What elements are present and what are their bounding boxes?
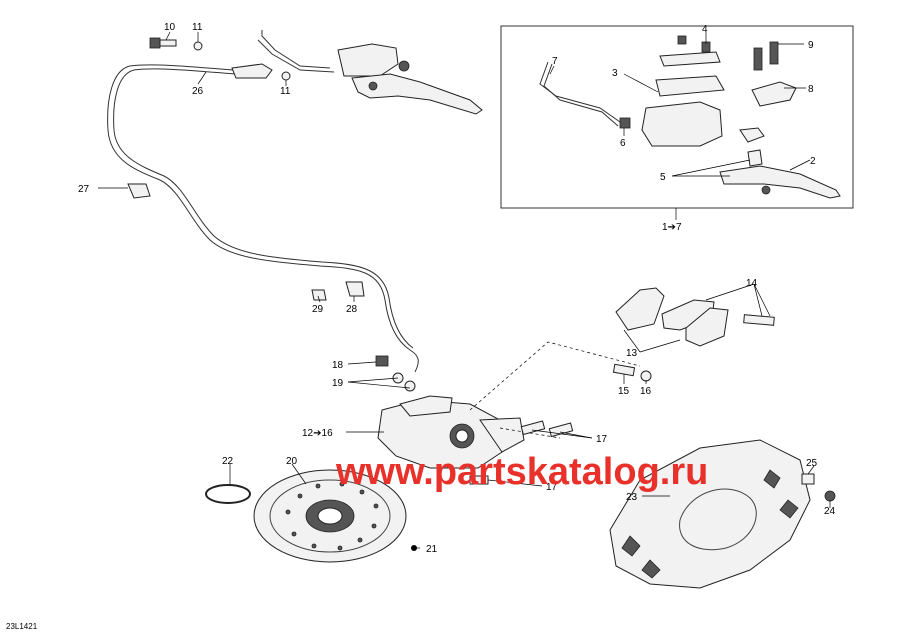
- brake-caliper: [377, 395, 525, 469]
- inset-lever: [719, 149, 841, 199]
- label-3: 3: [612, 68, 618, 79]
- bolt-15: [612, 363, 636, 377]
- label-18: 18: [332, 360, 344, 371]
- inset-master-cylinder: [539, 35, 765, 147]
- pin-14: [743, 314, 775, 326]
- clamp-28: [345, 281, 365, 297]
- label-9: 9: [808, 40, 814, 51]
- label-25: 25: [806, 458, 818, 469]
- clamp-27: [127, 183, 151, 199]
- label-17b: 17: [546, 482, 558, 493]
- label-21: 21: [426, 544, 438, 555]
- label-19: 19: [332, 378, 344, 389]
- label-2: 2: [810, 156, 816, 167]
- washer-16: [640, 370, 652, 382]
- washer-11a: [193, 41, 203, 51]
- label-13: 13: [626, 348, 638, 359]
- label-assembly: 1➔7: [662, 222, 682, 233]
- brake-pads-13: [615, 287, 729, 347]
- label-20: 20: [286, 456, 298, 467]
- label-11b: 11: [280, 86, 291, 97]
- disc-guard-23: [609, 439, 811, 589]
- nut-24: [824, 490, 836, 502]
- label-17a: 17: [596, 434, 608, 445]
- banjo-bolt-10: [149, 37, 177, 49]
- washer-11b: [281, 71, 291, 81]
- label-12-16: 12➔16: [302, 428, 333, 439]
- brake-hose: [107, 64, 419, 373]
- label-16: 16: [640, 386, 652, 397]
- part-labels: 10 11 26 11 27 29 28 18 19 12➔16 22 20 2…: [78, 22, 836, 555]
- inset-box: [500, 25, 854, 209]
- label-10: 10: [164, 22, 176, 33]
- pin-17b: [548, 422, 574, 438]
- label-8: 8: [808, 84, 814, 95]
- banjo-bolt-18: [375, 355, 389, 367]
- label-23: 23: [626, 492, 638, 503]
- label-14: 14: [746, 278, 758, 289]
- label-28: 28: [346, 304, 358, 315]
- label-29: 29: [312, 304, 324, 315]
- label-4: 4: [702, 24, 708, 35]
- inset-clamp: [751, 41, 797, 107]
- label-15: 15: [618, 386, 630, 397]
- watermark: www.partskatalog.ru: [335, 451, 708, 493]
- washer-19b: [404, 380, 416, 392]
- pin-17a: [520, 420, 546, 436]
- clip-29: [311, 289, 327, 301]
- label-27: 27: [78, 184, 90, 195]
- brake-disc-20: [253, 469, 407, 563]
- leader-lines: [98, 31, 831, 549]
- label-24: 24: [824, 506, 836, 517]
- label-26: 26: [192, 86, 204, 97]
- label-11a: 11: [192, 22, 203, 33]
- label-22: 22: [222, 456, 234, 467]
- label-7: 7: [552, 56, 558, 67]
- master-cylinder-top: [257, 30, 483, 115]
- o-ring-22: [205, 484, 251, 504]
- diagram-code: 23L1421: [6, 622, 38, 631]
- bolt-21: [411, 545, 417, 551]
- hose-fitting-26: [231, 63, 273, 79]
- bolt-25: [801, 473, 815, 485]
- label-5: 5: [660, 172, 666, 183]
- label-6: 6: [620, 138, 626, 149]
